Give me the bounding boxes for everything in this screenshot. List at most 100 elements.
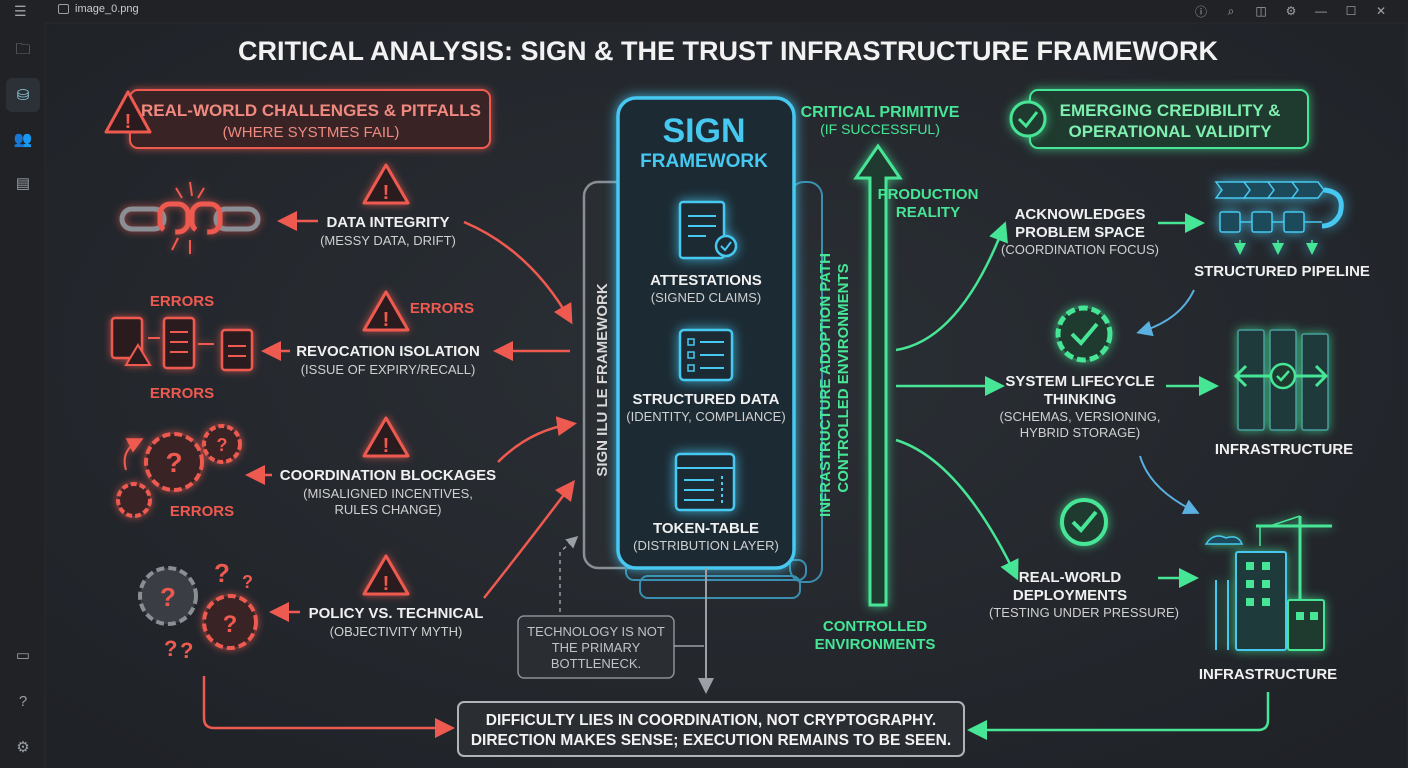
challenge-subtitle: (ISSUE OF EXPIRY/RECALL) <box>301 362 476 377</box>
component-title: ATTESTATIONS <box>650 272 762 289</box>
challenge-title: POLICY VS. TECHNICAL <box>309 605 484 622</box>
broken-chain-icon <box>119 181 261 254</box>
svg-text:?: ? <box>160 582 176 612</box>
production-label: REALITY <box>896 204 960 221</box>
note-line: THE PRIMARY <box>552 640 641 655</box>
credibility-title: PROBLEM SPACE <box>1015 224 1145 241</box>
image-file-icon <box>58 4 69 14</box>
right-header-title: EMERGING CREDIBILITY & <box>1060 101 1281 120</box>
help-icon[interactable]: ? <box>18 692 28 710</box>
svg-text:?: ? <box>164 636 177 661</box>
svg-text:?: ? <box>223 611 238 638</box>
settings-icon[interactable]: ⚙ <box>16 739 30 756</box>
controlled-label: ENVIRONMENTS <box>815 636 936 653</box>
challenge-subtitle: (MESSY DATA, DRIFT) <box>320 233 456 248</box>
credibility-title: SYSTEM LIFECYCLE <box>1005 373 1154 390</box>
chat-icon[interactable]: ▭ <box>15 647 31 664</box>
maximize-button[interactable]: ☐ <box>1345 4 1357 18</box>
component-subtitle: (DISTRIBUTION LAYER) <box>633 538 779 553</box>
right-header-subtitle: OPERATIONAL VALIDITY <box>1068 122 1272 141</box>
challenge-title: REVOCATION ISOLATION <box>296 343 480 360</box>
check-circle-icon <box>1060 498 1108 546</box>
svg-text:!: ! <box>383 435 390 457</box>
close-button[interactable]: ✕ <box>1375 4 1387 18</box>
sign-framework-panel: SIGN ILU LE FRAMEWORK SIGN FRAMEWORK ATT… <box>582 96 823 599</box>
warning-icon: ! <box>362 163 410 205</box>
building-crane-icon <box>1204 515 1332 651</box>
file-name: image_0.png <box>75 3 139 15</box>
primitive-label: CRITICAL PRIMITIVE <box>801 104 960 121</box>
error-documents-icon <box>110 316 254 372</box>
warning-icon: ! <box>362 416 410 458</box>
left-header-title: REAL-WORLD CHALLENGES & PITFALLS <box>141 101 481 120</box>
folder-icon[interactable]: 🗀 <box>15 40 31 58</box>
infrastructure-icon <box>1233 329 1329 431</box>
warning-icon: ! <box>362 554 410 596</box>
users-icon[interactable]: 👥 <box>13 131 33 148</box>
challenge-title: COORDINATION BLOCKAGES <box>280 467 496 484</box>
credibility-title: REAL-WORLD <box>1019 569 1122 586</box>
svg-text:!: ! <box>383 182 390 204</box>
sign-subtitle: FRAMEWORK <box>640 151 768 172</box>
errors-label: ERRORS <box>150 293 214 310</box>
left-header-subtitle: (WHERE SYSTMES FAIL) <box>223 124 400 141</box>
pipeline-icon <box>1214 181 1344 255</box>
svg-text:!: ! <box>383 309 390 331</box>
policy-gears-icon: ? ? ? ? ? ? <box>138 558 258 663</box>
minimize-button[interactable]: — <box>1315 4 1327 18</box>
credibility-title: ACKNOWLEDGES <box>1015 206 1146 223</box>
bottleneck-note: TECHNOLOGY IS NOT THE PRIMARY BOTTLENECK… <box>517 536 704 679</box>
warning-icon: ! <box>362 290 410 332</box>
sidebar: 🗀 ⛁ 👥 ▤ ▭ ? ⚙ <box>0 22 44 768</box>
table-icon <box>674 452 736 512</box>
svg-text:?: ? <box>217 435 228 455</box>
document-list-icon[interactable]: ▤ <box>15 175 31 192</box>
right-header: EMERGING CREDIBILITY & OPERATIONAL VALID… <box>1009 89 1309 149</box>
menu-icon[interactable]: ☰ <box>14 3 27 19</box>
component-title: TOKEN-TABLE <box>653 520 759 537</box>
svg-text:?: ? <box>214 558 230 588</box>
outcome-label: INFRASTRUCTURE <box>1215 441 1353 458</box>
svg-text:?: ? <box>242 572 253 592</box>
errors-label: ERRORS <box>150 385 214 402</box>
poster-title: CRITICAL ANALYSIS: SIGN & THE TRUST INFR… <box>238 36 1218 66</box>
zoom-icon[interactable]: ⌕ <box>1227 3 1235 18</box>
info-icon[interactable]: ⓘ <box>1194 4 1207 19</box>
vertical-label: CONTROLLED ENVIRONMENTS <box>835 263 852 492</box>
challenge-subtitle: (MISALIGNED INCENTIVES, <box>303 486 473 501</box>
production-label: PRODUCTION <box>878 186 979 203</box>
vertical-label: INFRASTRUCTURE ADOPTION PATH <box>817 253 834 517</box>
errors-label: ERRORS <box>170 503 234 520</box>
checklist-icon <box>678 328 734 382</box>
challenge-title: DATA INTEGRITY <box>326 214 449 231</box>
svg-text:!: ! <box>125 111 132 133</box>
database-icon[interactable]: ⛁ <box>6 78 40 112</box>
split-view-icon[interactable]: ◫ <box>1255 4 1267 18</box>
challenge-subtitle: (OBJECTIVITY MYTH) <box>330 624 463 639</box>
framework-side-label: SIGN ILU LE FRAMEWORK <box>594 283 611 476</box>
component-subtitle: (IDENTITY, COMPLIANCE) <box>626 409 785 424</box>
component-title: STRUCTURED DATA <box>633 391 780 408</box>
credibility-subtitle: (COORDINATION FOCUS) <box>1001 242 1159 257</box>
conclusion-box: DIFFICULTY LIES IN COORDINATION, NOT CRY… <box>457 701 965 757</box>
settings-gear-icon[interactable]: ⚙ <box>1285 4 1297 18</box>
conclusion-line: DIFFICULTY LIES IN COORDINATION, NOT CRY… <box>486 712 936 729</box>
gear-check-icon <box>1055 305 1113 363</box>
note-line: TECHNOLOGY IS NOT <box>527 624 665 639</box>
title-bar: ☰ image_0.png ⓘ ⌕ ◫ ⚙ — ☐ ✕ <box>0 0 1408 22</box>
file-tab[interactable]: image_0.png <box>58 3 139 15</box>
pipeline-connectors <box>1136 289 1200 515</box>
adoption-arrow <box>853 143 903 607</box>
credibility-subtitle: HYBRID STORAGE) <box>1020 425 1140 440</box>
credibility-title: DEPLOYMENTS <box>1013 587 1127 604</box>
window-controls: ⓘ ⌕ ◫ ⚙ — ☐ ✕ <box>1186 2 1396 20</box>
credibility-connectors <box>895 213 1270 740</box>
errors-label: ERRORS <box>410 300 474 317</box>
component-subtitle: (SIGNED CLAIMS) <box>651 290 762 305</box>
note-line: BOTTLENECK. <box>551 656 641 671</box>
conclusion-line: DIRECTION MAKES SENSE; EXECUTION REMAINS… <box>471 732 951 749</box>
warning-icon: ! <box>104 90 152 134</box>
adoption-path: INFRASTRUCTURE ADOPTION PATH CONTROLLED … <box>801 104 979 653</box>
controlled-label: CONTROLLED <box>823 618 927 635</box>
